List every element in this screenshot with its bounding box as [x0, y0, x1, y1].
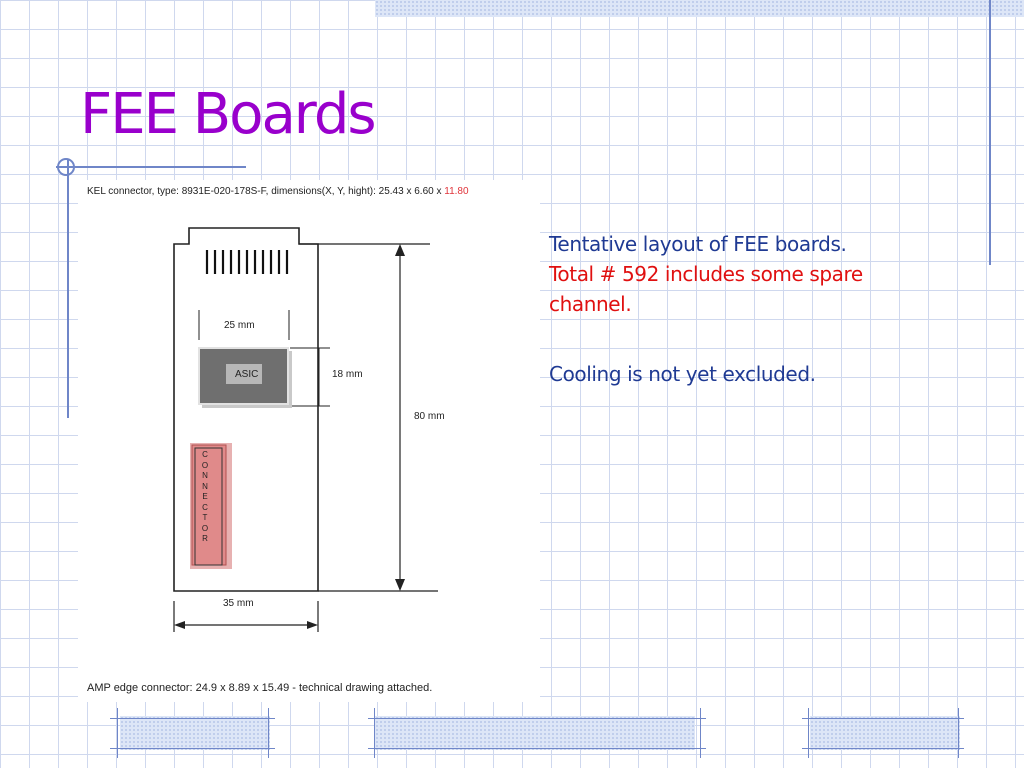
rule-circle-ornament [57, 158, 75, 176]
bottom-rule-right-2 [802, 748, 964, 749]
height-arrow-bottom [395, 579, 405, 591]
board-schematic [173, 227, 438, 632]
bottom-tick-5 [808, 708, 809, 758]
bottom-band-left [120, 716, 270, 750]
board-width-label: 35 mm [223, 598, 254, 609]
edge-connector-pins [205, 250, 289, 274]
title-underline-rule [56, 166, 246, 168]
bottom-tick-6 [958, 708, 959, 758]
connector-letter: E [202, 492, 208, 501]
fee-board-drawing: KEL connector, type: 8931E-020-178S-F, d… [78, 180, 540, 702]
top-decorative-band [375, 0, 1024, 17]
notes-panel: Tentative layout of FEE boards. Total # … [549, 229, 949, 389]
bottom-rule-right [802, 718, 964, 719]
note-spacer [549, 319, 949, 349]
board-height-label: 80 mm [414, 411, 445, 422]
asic-label-box [226, 364, 262, 384]
bottom-band-right [810, 716, 960, 750]
bottom-rule-center [368, 718, 706, 719]
bottom-rule-left [110, 718, 275, 719]
width-arrow-left [174, 621, 185, 629]
connector-letter: C [202, 502, 208, 512]
width-arrow-right [307, 621, 318, 629]
bottom-tick-1 [117, 708, 118, 758]
caption-text: KEL connector, type: 8931E-020-178S-F, d… [87, 186, 445, 197]
connector-body [191, 444, 227, 566]
connector-vertical-label: C O N N E C T O R [192, 450, 218, 545]
asic-height-label: 18 mm [332, 369, 363, 380]
bottom-rule-left-2 [110, 748, 275, 749]
bottom-tick-2 [268, 708, 269, 758]
connector-letter: C [202, 450, 208, 459]
left-vertical-rule [67, 160, 69, 418]
bottom-band-center [375, 716, 695, 750]
amp-connector-note: AMP edge connector: 24.9 x 8.89 x 15.49 … [87, 682, 433, 694]
board-outline [173, 227, 319, 592]
connector-letter: R [202, 534, 208, 543]
note-cooling: Cooling is not yet excluded. [549, 362, 816, 386]
asic-label: ASIC [235, 369, 259, 380]
bottom-tick-4 [700, 708, 701, 758]
connector-inner [194, 447, 223, 566]
connector-letter: N [202, 471, 208, 480]
slide-title: FEE Boards [80, 82, 377, 147]
connector-letter: O [201, 460, 209, 470]
bottom-rule-center-2 [368, 748, 706, 749]
asic-width-label: 25 mm [224, 320, 255, 331]
caption-highlight: 11.80 [444, 186, 469, 197]
connector-letter: O [201, 523, 209, 533]
kel-connector-caption: KEL connector, type: 8931E-020-178S-F, d… [87, 186, 469, 197]
bottom-tick-3 [374, 708, 375, 758]
connector-letter: T [202, 513, 208, 522]
note-channel-count: Total # 592 includes some spare channel. [549, 262, 863, 316]
connector-letter: N [202, 481, 208, 491]
note-layout: Tentative layout of FEE boards. [549, 232, 847, 256]
right-vertical-rule [989, 0, 991, 265]
height-arrow-top [395, 244, 405, 256]
